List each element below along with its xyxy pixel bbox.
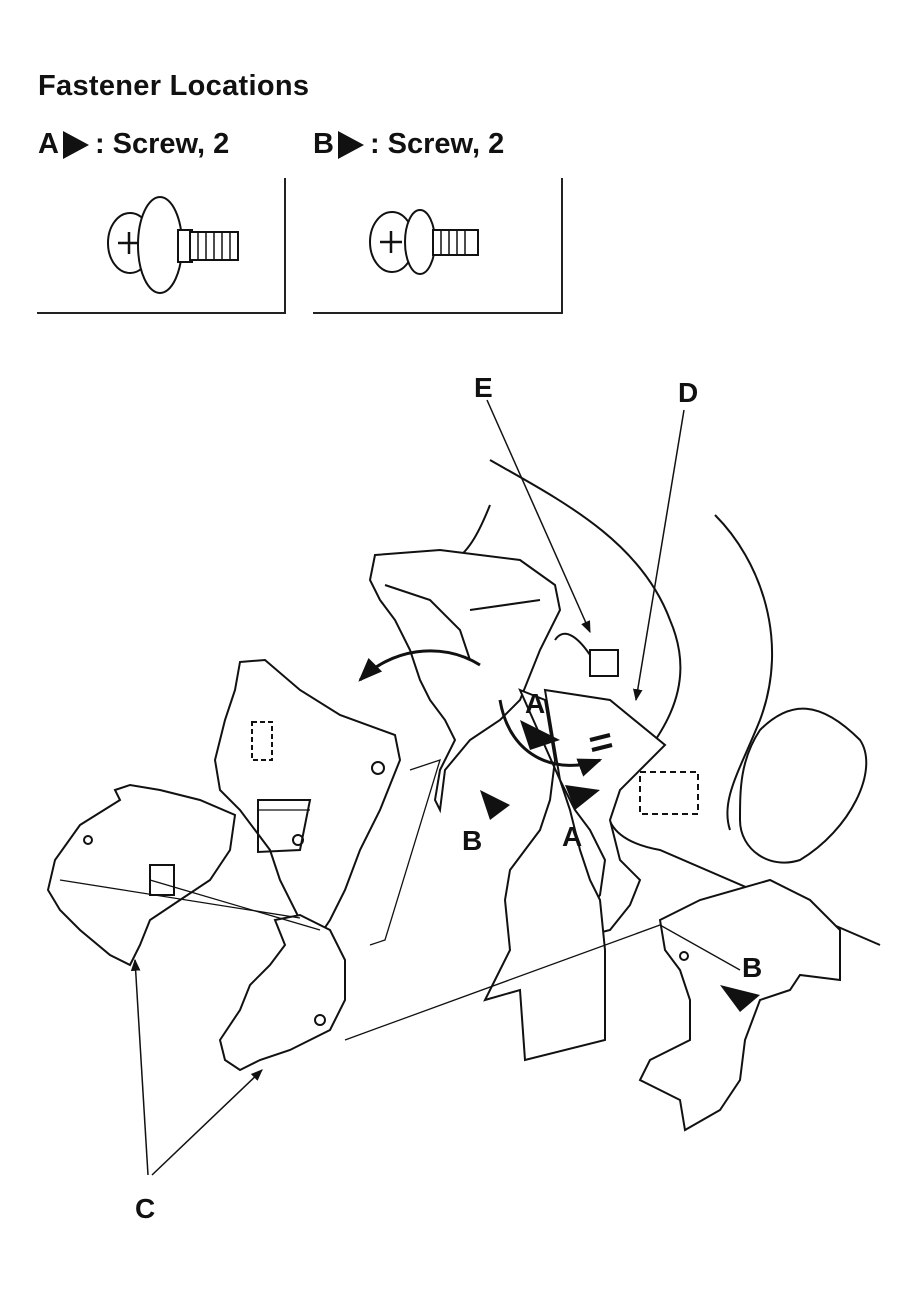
screw-markers xyxy=(480,720,760,1012)
connection-lines xyxy=(59,758,741,1041)
arrow-marker-icon xyxy=(62,130,89,159)
marker-b2-icon xyxy=(720,985,760,1012)
center-bracket xyxy=(368,548,562,814)
callout-b-right: B xyxy=(742,952,762,983)
legend-key-a: A xyxy=(38,128,59,160)
bracket-c-lower xyxy=(218,913,346,1072)
legend-item-a: A : Screw, 2 xyxy=(38,128,229,161)
screw-b-icon xyxy=(369,209,479,275)
marker-a1-icon xyxy=(520,720,560,750)
callout-a-lower: A xyxy=(562,821,582,852)
callout-b-left: B xyxy=(462,825,482,856)
bracket-c-upper xyxy=(213,658,402,937)
callout-c: C xyxy=(135,1193,155,1224)
leader-lines xyxy=(130,399,685,1176)
removal-arrow-left xyxy=(358,649,481,682)
marker-b1-icon xyxy=(480,790,510,820)
legend-key-b: B xyxy=(313,128,334,160)
screw-a-panel xyxy=(37,178,286,314)
marker-a2-icon xyxy=(565,785,600,810)
legend-text-b: : Screw, 2 xyxy=(369,128,505,160)
left-panel xyxy=(46,783,237,967)
page-title: Fastener Locations xyxy=(38,70,310,102)
callout-d: D xyxy=(678,377,698,408)
arrow-marker-icon xyxy=(337,130,364,159)
screw-a-icon xyxy=(107,196,239,294)
lower-center-panel xyxy=(483,688,606,1062)
legend-text-a: : Screw, 2 xyxy=(94,128,230,160)
callout-a-upper: A xyxy=(525,688,545,719)
screw-b-panel xyxy=(313,178,563,314)
connector-e xyxy=(554,632,619,677)
legend-item-b: B : Screw, 2 xyxy=(313,128,504,161)
removal-arrow-right xyxy=(498,699,603,777)
callout-e: E xyxy=(474,372,493,403)
